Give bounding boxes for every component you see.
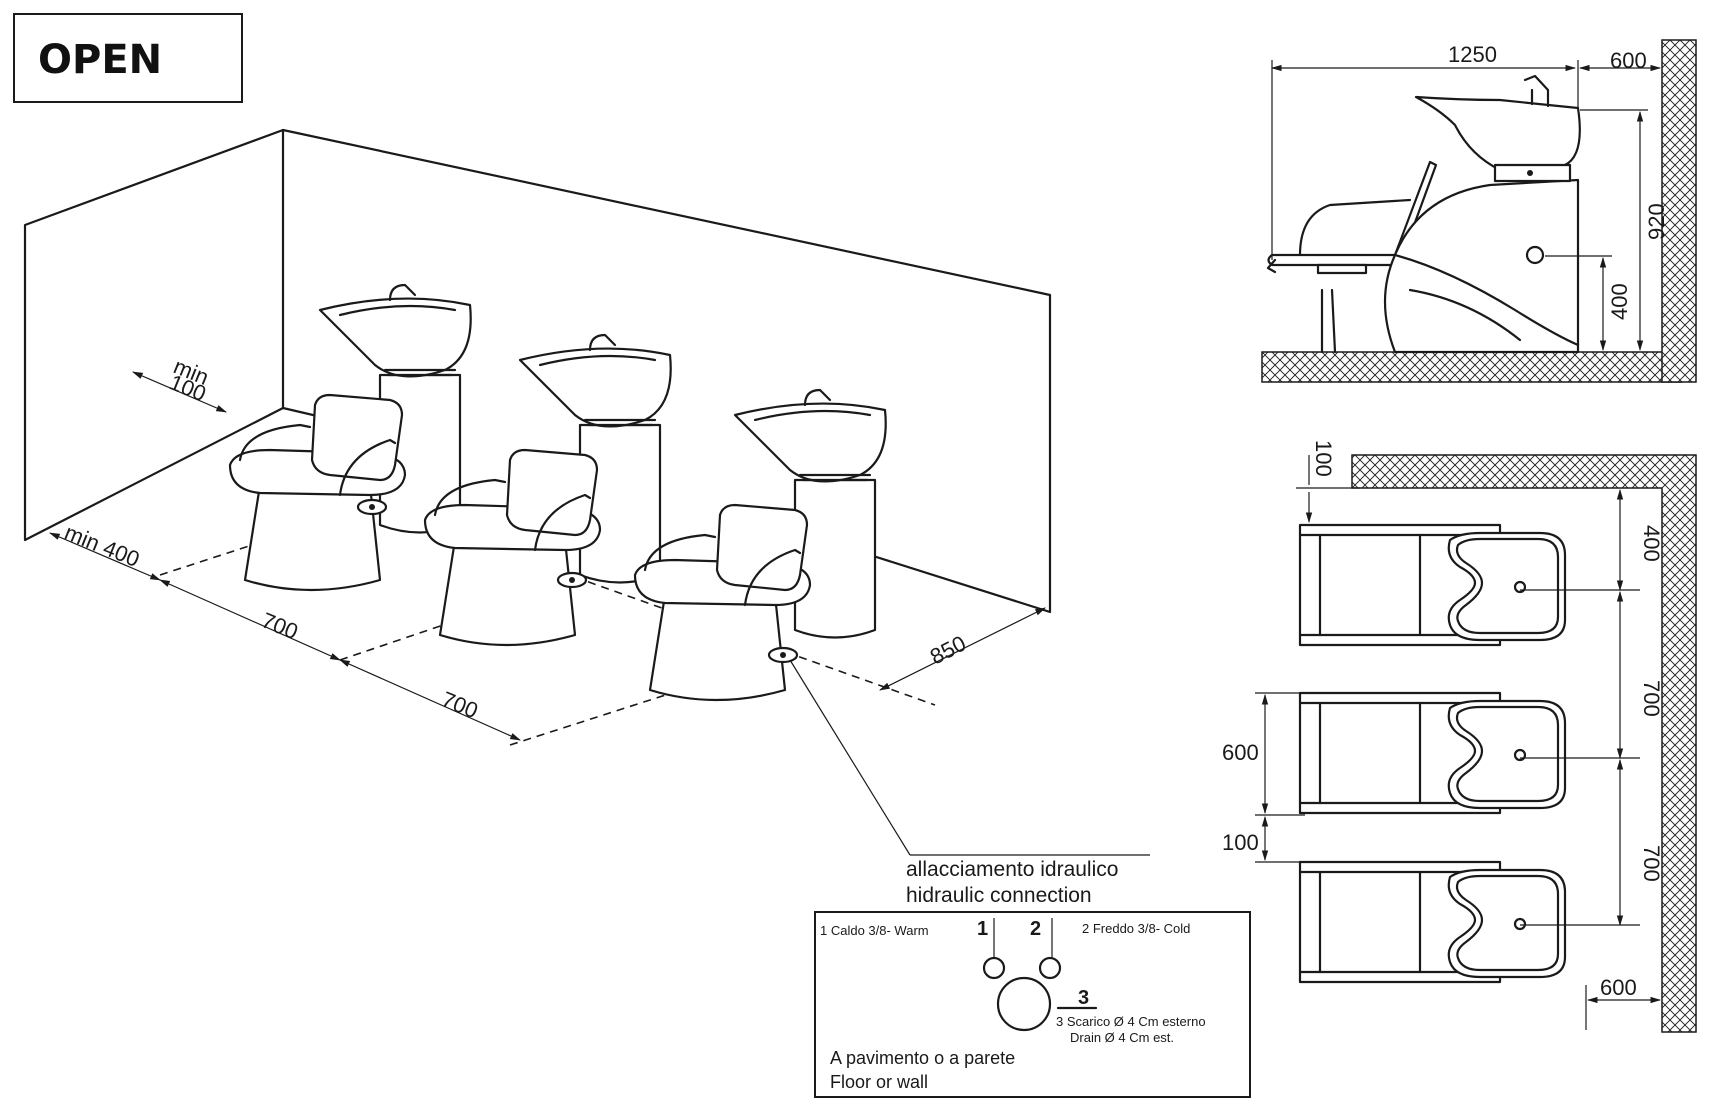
legend-num-2: 2 [1030,918,1041,940]
top-view: 400 700 700 100 600 100 600 [1222,440,1697,1033]
top-dim-bottom-offset: 600 [1600,975,1637,1000]
page-title: OPEN [38,37,162,83]
side-view: 1250 600 920 400 [1261,39,1697,383]
legend-drain-it: 3 Scarico Ø 4 Cm esterno [1056,1014,1206,1029]
legend-drain-en: Drain Ø 4 Cm est. [1070,1030,1174,1045]
back-wall [281,128,1052,614]
hydraulic-legend: 1 Caldo 3/8- Warm 2 Freddo 3/8- Cold 1 2… [814,911,1251,1098]
top-dim-pitch-2: 700 [1639,845,1664,882]
legend-floor-en: Floor or wall [830,1072,928,1092]
top-dim-chair-gap: 100 [1222,830,1259,855]
legend-warm: 1 Caldo 3/8- Warm [820,923,929,938]
perspective-view: min 100 min 400 700 700 850 [23,128,1150,856]
top-dim-pitch-1: 700 [1639,680,1664,717]
dim-min400: min 400 [61,519,143,572]
dim-spacing-2: 700 [438,686,481,723]
hydraulic-label-en: hidraulic connection [906,884,1092,907]
title-box [13,13,243,103]
top-dim-chair-width: 600 [1222,740,1259,765]
legend-cold: 2 Freddo 3/8- Cold [1082,921,1190,936]
top-dim-wall-offset: 100 [1311,440,1336,477]
dim-spacing-1: 700 [258,607,301,644]
legend-num-3: 3 [1078,987,1089,1009]
side-dim-drain-height: 400 [1607,283,1632,320]
legend-floor-it: A pavimento o a parete [830,1048,1015,1068]
side-dim-height: 920 [1644,203,1669,240]
side-dim-length: 1250 [1448,42,1497,67]
legend-num-1: 1 [977,918,988,940]
top-dim-first-center: 400 [1639,525,1664,562]
side-dim-wall-gap: 600 [1610,48,1647,73]
hydraulic-label-it: allacciamento idraulico [906,858,1118,881]
